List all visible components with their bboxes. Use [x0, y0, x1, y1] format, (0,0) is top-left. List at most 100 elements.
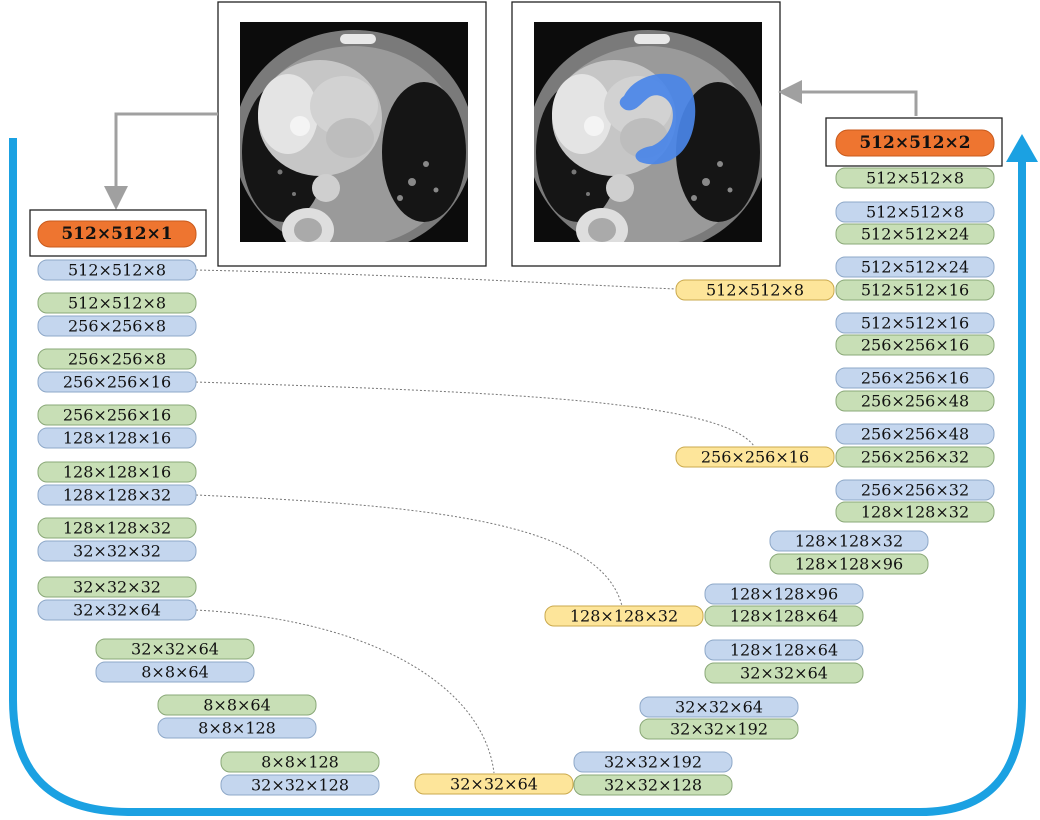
encoder-2-blue-pill — [37, 315, 197, 337]
output-pill — [835, 129, 995, 157]
skip-feature-2: 256×256×16 — [675, 446, 835, 468]
decoder-block-5: 128×128×32 128×128×96 — [769, 530, 929, 575]
input-box: 512×512×1 — [29, 209, 207, 257]
encoder-6-green-pill — [37, 517, 197, 539]
input-image-frame — [217, 1, 487, 267]
encoder-block-2: 512×512×8 256×256×8 — [37, 292, 197, 337]
encoder-3-green-label: 256×256×8 — [68, 350, 166, 369]
encoder-1-blue-pill — [37, 259, 197, 281]
encoder-2-blue-label: 256×256×8 — [68, 317, 166, 336]
decoder-10-green-label: 512×512×16 — [861, 281, 969, 300]
skip-feature-3: 128×128×32 — [544, 605, 704, 627]
decoder-6-green-label: 128×128×32 — [861, 503, 969, 522]
encoder-10-blue-label: 32×32×128 — [251, 776, 349, 795]
decoder-8-blue-label: 256×256×16 — [861, 369, 969, 388]
decoder-block-10: 512×512×24 512×512×16 — [835, 256, 995, 301]
input-label: 512×512×1 — [61, 224, 172, 244]
skip-connection-3 — [195, 494, 623, 607]
decoder-5-blue-pill — [769, 530, 929, 552]
skip-4-label: 32×32×64 — [450, 775, 538, 794]
decoder-block-2: 32×32×64 32×32×192 — [639, 696, 799, 740]
input-pill — [37, 220, 197, 248]
decoder-9-blue-label: 512×512×16 — [861, 314, 969, 333]
skip-1-pill — [675, 279, 835, 301]
decoder-4-green-label: 128×128×64 — [730, 607, 838, 626]
skip-1-label: 512×512×8 — [706, 281, 804, 300]
decoder-7-green-pill — [835, 446, 995, 468]
encoder-8-green-pill — [95, 638, 255, 660]
decoder-3-green-pill — [704, 662, 864, 684]
decoder-6-blue-pill — [835, 479, 995, 501]
skip-connection-2 — [195, 381, 755, 447]
encoder-2-green-label: 512×512×8 — [68, 294, 166, 313]
decoder-3-blue-label: 128×128×64 — [730, 641, 838, 660]
skip-3-label: 128×128×32 — [570, 607, 678, 626]
encoder-5-blue-label: 128×128×32 — [63, 486, 171, 505]
input-arrow — [104, 112, 218, 210]
encoder-3-blue-pill — [37, 371, 197, 393]
encoder-5-green-label: 128×128×16 — [63, 463, 171, 482]
encoder-8-green-label: 32×32×64 — [131, 640, 219, 659]
decoder-11-green-pill — [835, 223, 995, 245]
decoder-6-blue-label: 256×256×32 — [861, 481, 969, 500]
decoder-4-blue-pill — [704, 583, 864, 605]
decoder-10-blue-label: 512×512×24 — [861, 258, 969, 277]
decoder-2-green-label: 32×32×192 — [670, 720, 768, 739]
decoder-3-green-label: 32×32×64 — [740, 664, 828, 683]
encoder-10-green-pill — [220, 751, 380, 773]
decoder-9-green-label: 256×256×16 — [861, 336, 969, 355]
decoder-1-blue-pill — [573, 751, 733, 773]
segmented-ct-slice-icon — [534, 22, 762, 242]
decoder-block-6: 256×256×32 128×128×32 — [835, 479, 995, 523]
decoder-8-green-pill — [835, 390, 995, 412]
encoder-8-blue-label: 8×8×64 — [141, 663, 209, 682]
decoder-1-green-pill — [573, 774, 733, 796]
skip-3-pill — [544, 605, 704, 627]
encoder-4-green-label: 256×256×16 — [63, 406, 171, 425]
decoder-block-9: 512×512×16 256×256×16 — [835, 312, 995, 356]
decoder-6-green-pill — [835, 501, 995, 523]
encoder-block-5: 128×128×16 128×128×32 — [37, 461, 197, 506]
decoder-5-green-label: 128×128×96 — [795, 555, 903, 574]
encoder-7-green-label: 32×32×32 — [73, 578, 161, 597]
encoder-2-green-pill — [37, 292, 197, 314]
decoder-block-12: 512×512×8 — [835, 167, 995, 189]
encoder-4-blue-pill — [37, 427, 197, 449]
skip-feature-1: 512×512×8 — [675, 279, 835, 301]
output-arrow — [778, 80, 918, 116]
decoder-1-green-label: 32×32×128 — [604, 776, 702, 795]
skip-connection-1 — [195, 269, 677, 290]
decoder-5-blue-label: 128×128×32 — [795, 532, 903, 551]
encoder-5-green-pill — [37, 461, 197, 483]
encoder-6-green-label: 128×128×32 — [63, 519, 171, 538]
encoder-4-green-pill — [37, 404, 197, 426]
decoder-4-blue-label: 128×128×96 — [730, 585, 838, 604]
decoder-8-blue-pill — [835, 367, 995, 389]
decoder-10-green-pill — [835, 279, 995, 301]
encoder-block-6: 128×128×32 32×32×32 — [37, 517, 197, 562]
decoder-3-blue-pill — [704, 639, 864, 661]
decoder-2-blue-label: 32×32×64 — [675, 698, 763, 717]
output-image-frame — [511, 1, 781, 267]
encoder-block-4: 256×256×16 128×128×16 — [37, 404, 197, 449]
encoder-9-green-pill — [157, 694, 317, 716]
decoder-11-blue-pill — [835, 201, 995, 223]
decoder-7-green-label: 256×256×32 — [861, 448, 969, 467]
decoder-block-1: 32×32×192 32×32×128 — [573, 751, 733, 796]
skip-feature-4: 32×32×64 — [414, 773, 574, 795]
output-label: 512×512×2 — [859, 133, 970, 153]
decoder-1-blue-label: 32×32×192 — [604, 753, 702, 772]
encoder-7-blue-label: 32×32×64 — [73, 601, 161, 620]
decoder-11-blue-label: 512×512×8 — [866, 203, 964, 222]
encoder-8-blue-pill — [95, 661, 255, 683]
decoder-12-green-label: 512×512×8 — [866, 169, 964, 188]
segmentation-mask — [619, 73, 696, 165]
u-arrow — [9, 138, 1026, 816]
decoder-block-4: 128×128×96 128×128×64 — [704, 583, 864, 627]
encoder-10-green-label: 8×8×128 — [261, 753, 339, 772]
skip-2-pill — [675, 446, 835, 468]
u-arrow-head — [1006, 134, 1038, 162]
encoder-3-blue-label: 256×256×16 — [63, 373, 171, 392]
encoder-10-blue-pill — [220, 774, 380, 796]
